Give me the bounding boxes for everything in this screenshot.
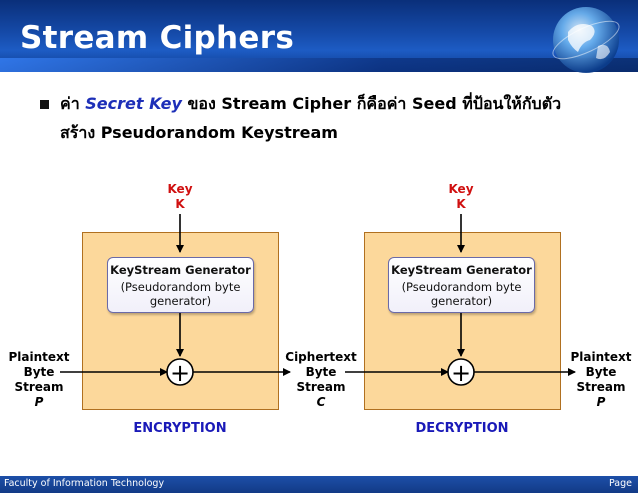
enc-generator-line1: (Pseudorandom byte xyxy=(120,280,241,294)
enc-input-label: Plaintext Byte Stream P xyxy=(4,350,74,410)
dec-xor-symbol: + xyxy=(451,359,471,387)
globe-icon xyxy=(552,7,620,73)
enc-input-line0: Plaintext xyxy=(8,350,70,364)
bullet-marker xyxy=(40,100,49,109)
footer-faculty: Faculty of Information Technology xyxy=(4,478,165,489)
enc-xor-circle xyxy=(166,358,194,386)
enc-generator-title: KeyStream Generator xyxy=(110,263,251,277)
header-glow xyxy=(0,58,638,72)
dec-output-label: Plaintext Byte Stream P xyxy=(566,350,636,410)
decryption-caption: DECRYPTION xyxy=(415,421,509,436)
enc-output-line0: Ciphertext xyxy=(285,350,357,364)
enc-input-line1: Byte xyxy=(23,365,55,379)
slide-title: Stream Ciphers xyxy=(20,20,295,56)
dec-output-line2: Stream xyxy=(576,380,626,394)
bullet-text-line1: ค่า Secret Key ของ Stream Cipher ก็คือค่… xyxy=(60,92,561,117)
enc-generator-line2: generator) xyxy=(149,294,212,308)
secret-key-term: Secret Key xyxy=(85,94,182,113)
dec-generator-title: KeyStream Generator xyxy=(391,263,532,277)
dec-output-line1: Byte xyxy=(585,365,617,379)
bullet-part2: ของ Stream Cipher ก็คือค่า Seed ที่ป้อนใ… xyxy=(181,94,562,113)
enc-input-line3: P xyxy=(34,395,44,409)
enc-output-line1: Byte xyxy=(305,365,337,379)
dec-xor-circle xyxy=(447,358,475,386)
dec-output-line3: P xyxy=(596,395,606,409)
enc-output-line3: C xyxy=(316,395,326,409)
dec-output-line0: Plaintext xyxy=(570,350,632,364)
enc-key-label: Key K xyxy=(150,182,210,212)
dec-key-symbol: K xyxy=(456,197,466,211)
bullet-text-line2: สร้าง Pseudorandom Keystream xyxy=(60,123,338,142)
bullet-part1: ค่า xyxy=(60,94,86,113)
dec-generator-line1: (Pseudorandom byte xyxy=(401,280,522,294)
dec-keystream-generator: KeyStream Generator (Pseudorandom byte g… xyxy=(388,257,535,313)
dec-key-text: Key xyxy=(448,182,474,196)
enc-output-label: Ciphertext Byte Stream C xyxy=(283,350,359,410)
enc-key-symbol: K xyxy=(175,197,185,211)
enc-output-line2: Stream xyxy=(296,380,346,394)
enc-xor-symbol: + xyxy=(170,359,190,387)
dec-generator-line2: generator) xyxy=(430,294,493,308)
footer-page: Page xyxy=(609,478,632,489)
slide-footer: Faculty of Information Technology Page xyxy=(0,476,638,493)
dec-key-label: Key K xyxy=(431,182,491,212)
enc-key-text: Key xyxy=(167,182,193,196)
enc-input-line2: Stream xyxy=(14,380,64,394)
enc-keystream-generator: KeyStream Generator (Pseudorandom byte g… xyxy=(107,257,254,313)
encryption-caption: ENCRYPTION xyxy=(133,421,227,436)
